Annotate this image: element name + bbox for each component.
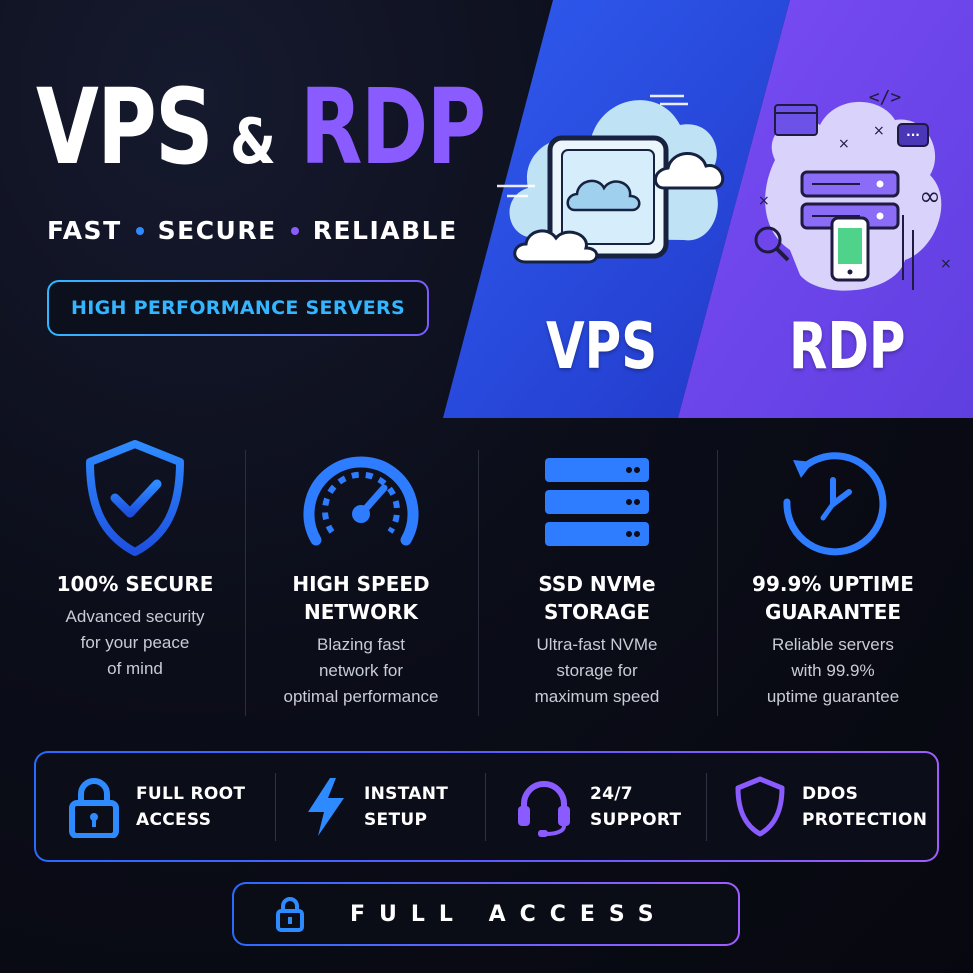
divider: [717, 450, 718, 716]
feature-description: Reliable servers with 99.9% uptime guara…: [718, 632, 948, 710]
feature-title: SSD NVMe STORAGE: [482, 570, 712, 626]
strip-label-line: PROTECTION: [802, 809, 928, 830]
feature-desc-line: optimal performance: [283, 687, 439, 706]
speedometer-icon: [303, 456, 419, 546]
page-title: VPS & RDP: [36, 66, 537, 196]
shield-icon: [735, 776, 785, 836]
headset-icon: [518, 780, 570, 837]
feature-title-line: NETWORK: [303, 600, 418, 624]
feature-title: HIGH SPEED NETWORK: [246, 570, 476, 626]
clock-cycle-icon: [783, 452, 887, 556]
feature-desc-line: of mind: [107, 659, 163, 678]
strip-label: INSTANT SETUP: [364, 781, 448, 833]
feature-desc-line: with 99.9%: [791, 661, 875, 680]
divider: [245, 450, 246, 716]
title-ampersand: &: [230, 105, 276, 178]
feature-desc-line: Blazing fast: [317, 635, 405, 654]
vps-panel-label: VPS: [546, 310, 658, 384]
svg-text:×: ×: [758, 193, 770, 209]
feature-desc-line: Ultra-fast NVMe: [536, 635, 658, 654]
feature-secure: 100% SECURE Advanced security for your p…: [20, 440, 250, 682]
strip-label-line: ACCESS: [136, 809, 212, 830]
title-rdp: RDP: [300, 66, 486, 188]
rdp-panel-label: RDP: [789, 310, 906, 384]
shield-check-icon: [86, 440, 184, 556]
strip-item-root-access: FULL ROOT ACCESS: [68, 753, 245, 860]
tagline-reliable: RELIABLE: [312, 216, 458, 245]
strip-item-ddos: DDOS PROTECTION: [734, 753, 927, 860]
full-access-badge: FULL ACCESS: [232, 882, 740, 946]
tagline-dot: [135, 226, 144, 235]
full-access-label: FULL ACCESS: [350, 902, 668, 927]
feature-desc-line: for your peace: [80, 633, 190, 652]
feature-description: Advanced security for your peace of mind: [20, 604, 250, 682]
performance-badge: HIGH PERFORMANCE SERVERS: [47, 280, 429, 336]
feature-title-line: 99.9% UPTIME: [752, 572, 914, 596]
feature-description: Blazing fast network for optimal perform…: [246, 632, 476, 710]
hero-illustration: ··· </> ∞ × × × ×: [443, 0, 973, 418]
feature-desc-line: storage for: [556, 661, 638, 680]
tagline-secure: SECURE: [157, 216, 277, 245]
strip-label: FULL ROOT ACCESS: [136, 781, 245, 833]
svg-text:∞: ∞: [919, 182, 941, 212]
strip-label-line: SUPPORT: [590, 809, 682, 830]
strip-label-line: FULL ROOT: [136, 783, 246, 804]
feature-title: 99.9% UPTIME GUARANTEE: [718, 570, 948, 626]
feature-desc-line: Reliable servers: [772, 635, 894, 654]
feature-speed: HIGH SPEED NETWORK Blazing fast network …: [246, 440, 476, 710]
divider: [485, 773, 486, 841]
feature-title: 100% SECURE: [20, 570, 250, 598]
feature-desc-line: uptime guarantee: [766, 687, 900, 706]
feature-desc-line: network for: [318, 661, 404, 680]
feature-strip: FULL ROOT ACCESS INSTANT SETUP: [34, 751, 939, 862]
lightning-bolt-icon: [308, 777, 344, 836]
padlock-icon: [69, 777, 119, 838]
tagline: FAST SECURE RELIABLE: [47, 216, 458, 245]
divider: [478, 450, 479, 716]
feature-desc-line: maximum speed: [534, 687, 660, 706]
divider: [275, 773, 276, 841]
feature-uptime: 99.9% UPTIME GUARANTEE Reliable servers …: [718, 440, 948, 710]
svg-text:×: ×: [873, 123, 885, 139]
feature-description: Ultra-fast NVMe storage for maximum spee…: [482, 632, 712, 710]
feature-desc-line: Advanced security: [65, 607, 205, 626]
svg-text:···: ···: [906, 128, 920, 142]
strip-item-support: 24/7 SUPPORT: [514, 753, 681, 860]
divider: [706, 773, 707, 841]
strip-label-line: 24/7: [590, 783, 633, 804]
strip-item-instant-setup: INSTANT SETUP: [304, 753, 448, 860]
title-vps: VPS: [36, 66, 214, 188]
feature-title-line: 100% SECURE: [56, 572, 214, 596]
svg-text:×: ×: [838, 136, 850, 152]
server-stack-icon: [545, 458, 649, 546]
strip-label: 24/7 SUPPORT: [590, 781, 681, 833]
strip-label: DDOS PROTECTION: [802, 781, 927, 833]
hero-panels: ··· </> ∞ × × × × VPS RDP: [0, 0, 973, 420]
svg-text:</>: </>: [869, 87, 902, 108]
tagline-dot: [290, 226, 299, 235]
server-illustration: ··· </> ∞ × × × ×: [754, 87, 952, 291]
feature-title-line: STORAGE: [543, 600, 650, 624]
tagline-fast: FAST: [47, 216, 122, 245]
feature-storage: SSD NVMe STORAGE Ultra-fast NVMe storage…: [482, 440, 712, 710]
strip-label-line: INSTANT: [364, 783, 449, 804]
feature-title-line: HIGH SPEED: [292, 572, 430, 596]
svg-text:×: ×: [940, 256, 952, 272]
cloud-illustration: [497, 94, 725, 264]
strip-label-line: DDOS: [802, 783, 859, 804]
strip-label-line: SETUP: [364, 809, 428, 830]
feature-title-line: GUARANTEE: [764, 600, 902, 624]
padlock-icon: [276, 897, 304, 932]
feature-title-line: SSD NVMe: [538, 572, 656, 596]
